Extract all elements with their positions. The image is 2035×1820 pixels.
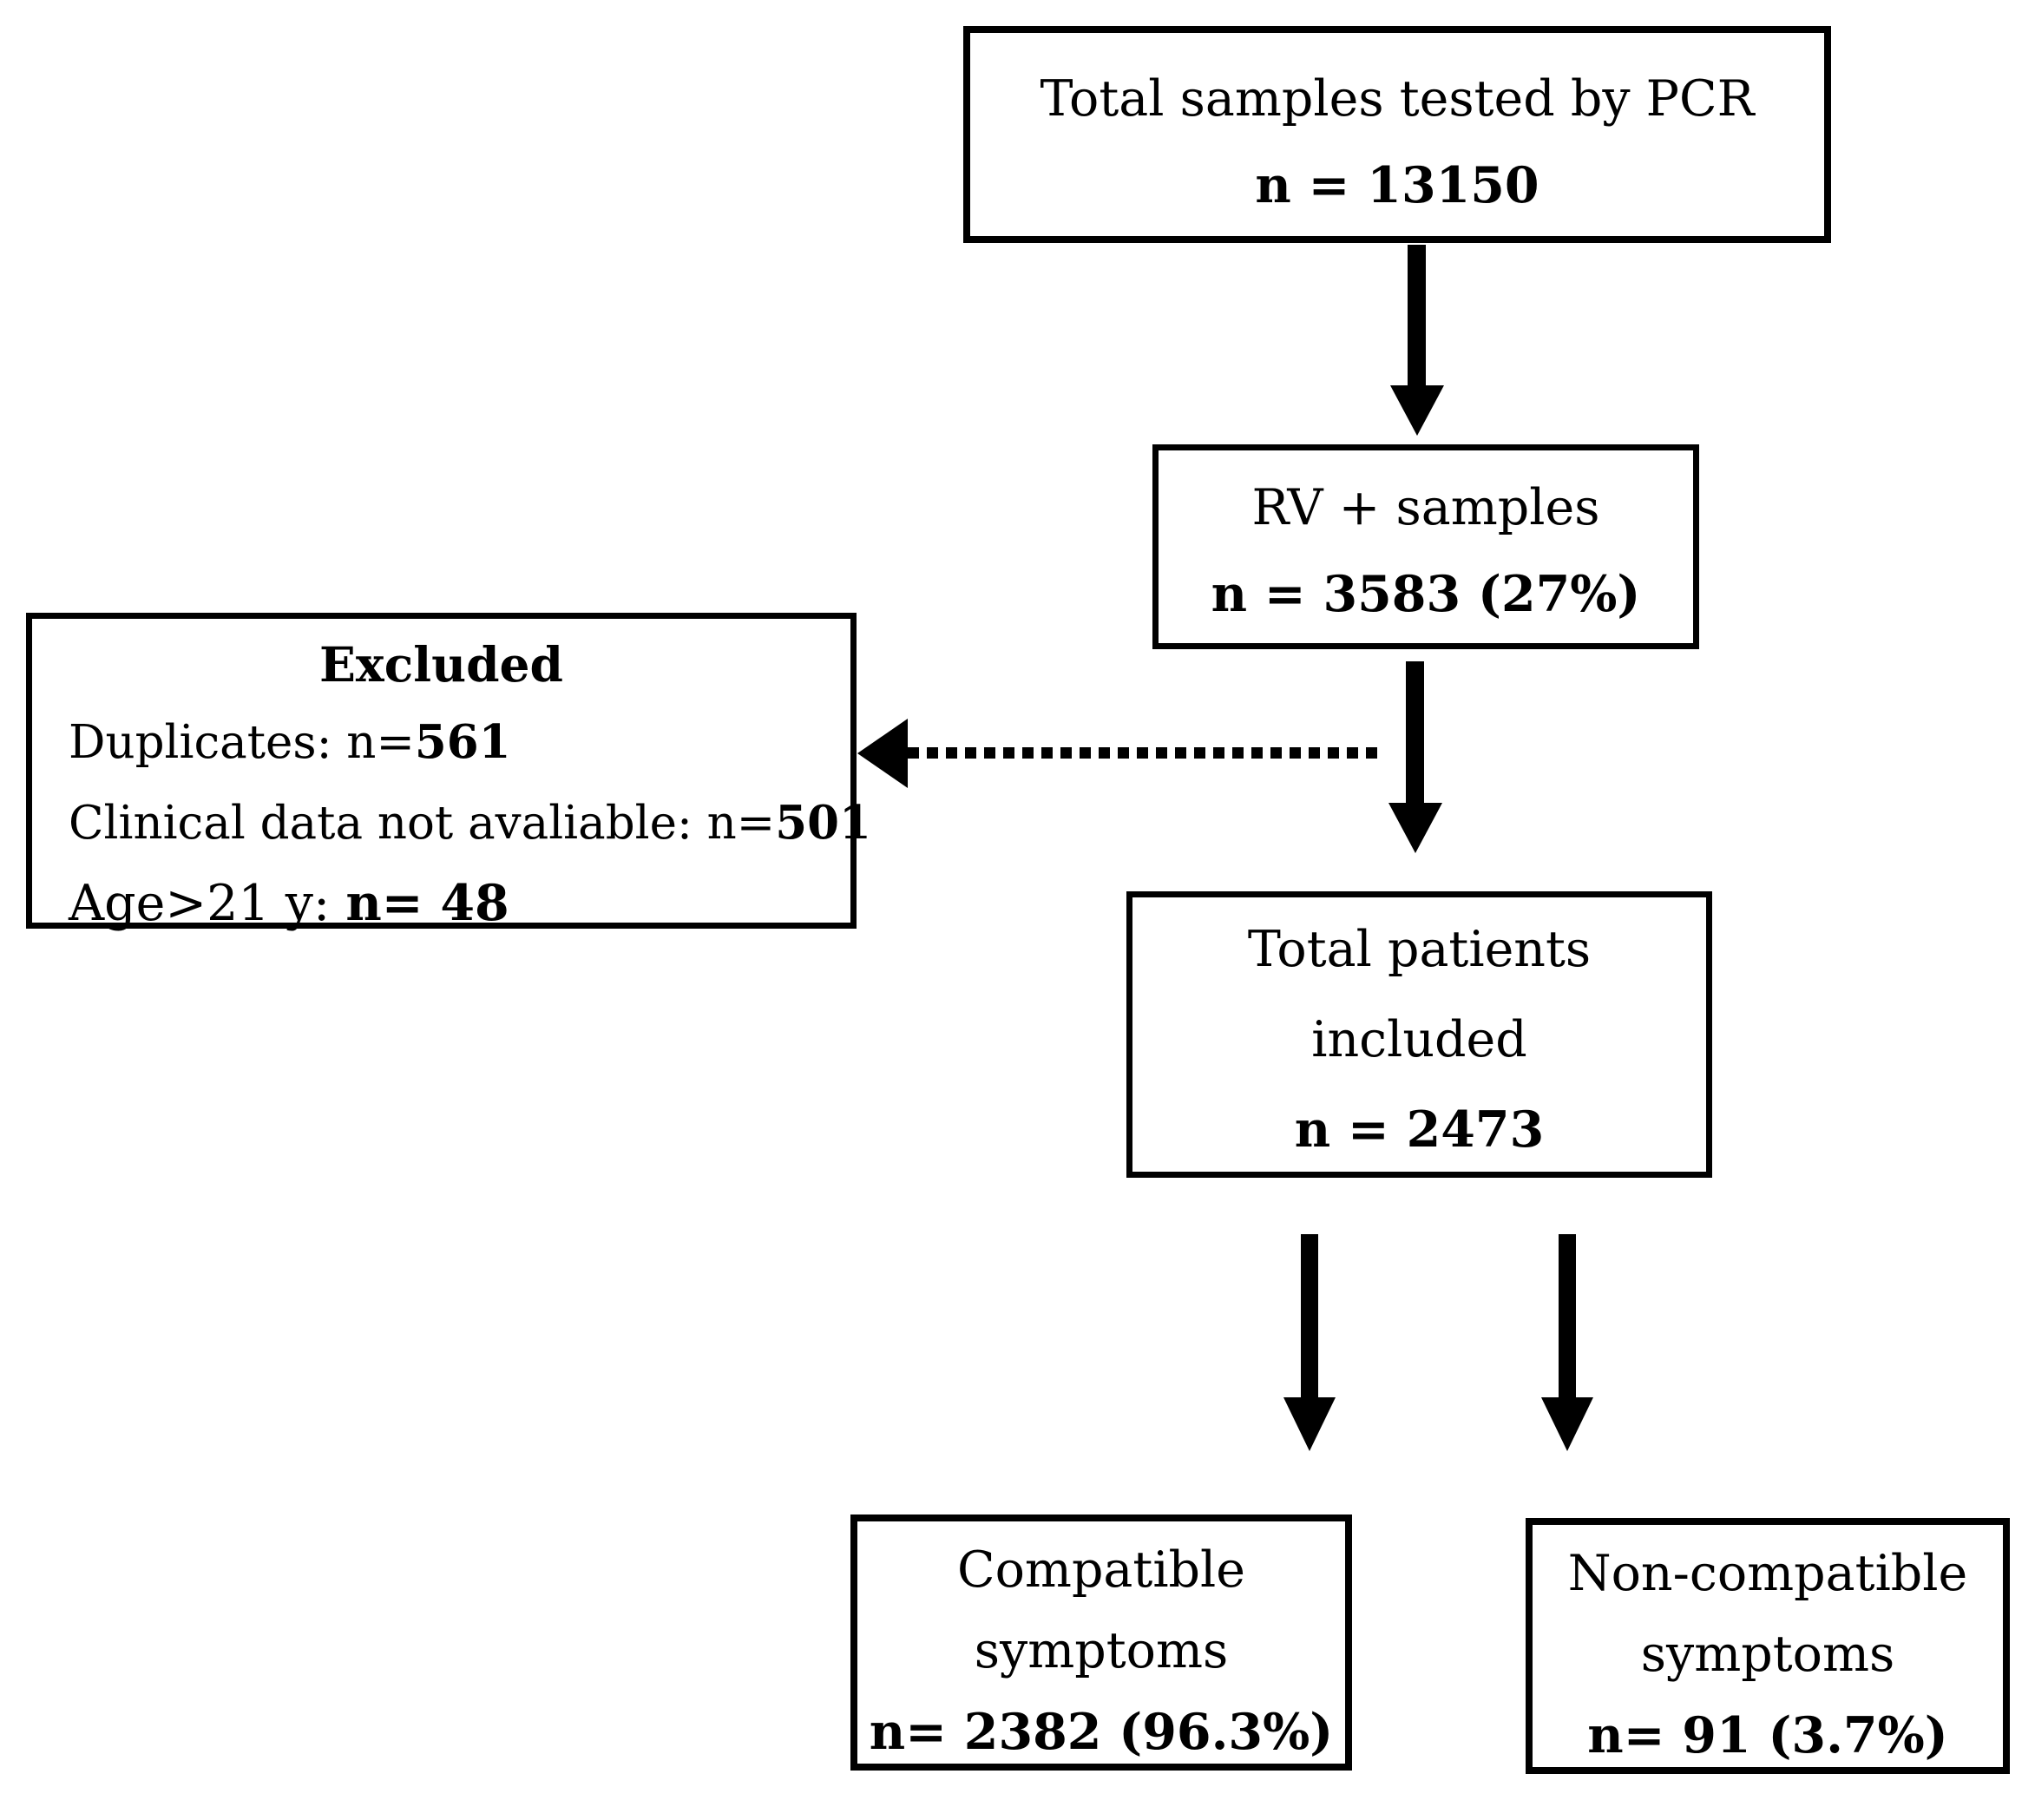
excluded-item-duplicates-label: Duplicates: n= bbox=[69, 716, 415, 769]
box-noncompatible-symptoms: Non-compatible symptoms n= 91 (3.7%) bbox=[1526, 1518, 2010, 1774]
box-excluded: Excluded Duplicates: n=561 Clinical data… bbox=[26, 613, 871, 932]
excluded-item-duplicates: Duplicates: n=561 bbox=[32, 702, 850, 783]
included-label-line1: Total patients bbox=[1247, 921, 1592, 978]
compatible-label-line2: symptoms bbox=[974, 1622, 1229, 1679]
excluded-item-age: Age>21 y: n= 48 bbox=[32, 864, 850, 943]
included-label-line2: included bbox=[1311, 1011, 1527, 1068]
arrow-total-samples-to-rv-shaft bbox=[1408, 245, 1426, 385]
total-samples-label: Total samples tested by PCR bbox=[1040, 70, 1755, 128]
excluded-item-clinical-data-value: 501 bbox=[775, 796, 871, 850]
compatible-count: n= 2382 (96.3%) bbox=[869, 1703, 1334, 1761]
excluded-item-clinical-data: Clinical data not avaliable: n=501 bbox=[32, 783, 871, 864]
arrow-included-to-compatible-shaft bbox=[1301, 1234, 1318, 1397]
arrow-included-to-compatible-head-icon bbox=[1283, 1397, 1336, 1451]
arrow-rv-to-included-head-icon bbox=[1388, 803, 1442, 853]
box-compatible-symptoms: Compatible symptoms n= 2382 (96.3%) bbox=[850, 1514, 1352, 1771]
rv-count: n = 3583 (27%) bbox=[1211, 565, 1641, 623]
included-count: n = 2473 bbox=[1294, 1101, 1545, 1159]
total-samples-count: n = 13150 bbox=[1255, 156, 1539, 214]
excluded-item-clinical-data-label: Clinical data not avaliable: n= bbox=[69, 797, 776, 850]
arrow-included-to-noncompatible-shaft bbox=[1559, 1234, 1576, 1397]
arrow-to-excluded-head-icon bbox=[857, 719, 908, 788]
compatible-label-line1: Compatible bbox=[956, 1541, 1246, 1599]
excluded-item-duplicates-value: 561 bbox=[414, 715, 511, 769]
rv-label: RV + samples bbox=[1251, 479, 1600, 536]
arrow-to-excluded-dashed-line bbox=[908, 747, 1382, 759]
noncompatible-label-line1: Non-compatible bbox=[1567, 1545, 1968, 1602]
noncompatible-count: n= 91 (3.7%) bbox=[1587, 1706, 1948, 1764]
excluded-item-age-value: n= 48 bbox=[345, 874, 509, 932]
excluded-title: Excluded bbox=[319, 636, 563, 693]
excluded-item-age-label: Age>21 y: bbox=[69, 875, 346, 932]
arrow-included-to-noncompatible-head-icon bbox=[1541, 1397, 1593, 1451]
noncompatible-label-line2: symptoms bbox=[1640, 1626, 1895, 1683]
arrow-total-samples-to-rv-head-icon bbox=[1390, 385, 1444, 436]
box-total-samples: Total samples tested by PCR n = 13150 bbox=[963, 26, 1831, 243]
box-total-included: Total patients included n = 2473 bbox=[1126, 891, 1712, 1178]
box-rv-positive: RV + samples n = 3583 (27%) bbox=[1152, 444, 1699, 649]
arrow-rv-to-included-shaft bbox=[1406, 661, 1424, 803]
